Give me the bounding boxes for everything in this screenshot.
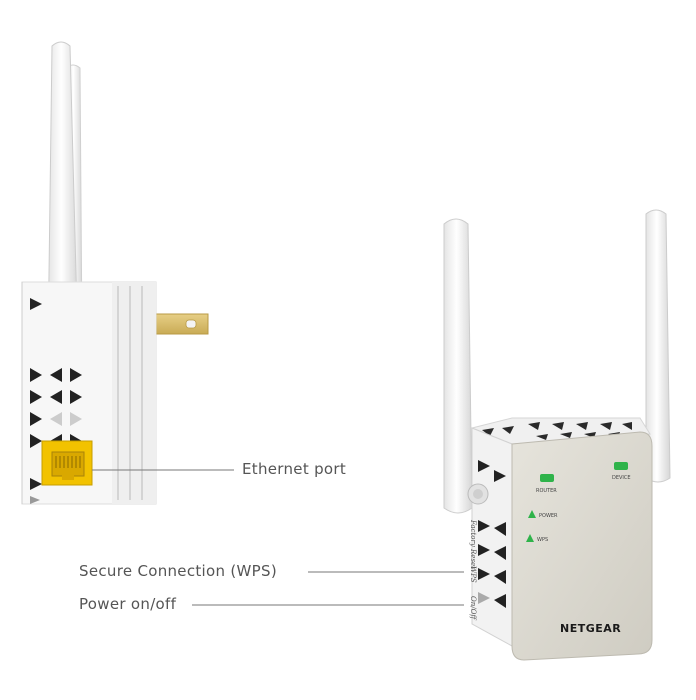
extender-side-view	[21, 41, 209, 505]
led-device-label: DEVICE	[612, 475, 631, 481]
antenna-left	[443, 218, 473, 514]
led-wps-icon	[526, 534, 534, 542]
brand-logo: NETGEAR	[560, 622, 621, 635]
led-router-label: ROUTER	[536, 488, 557, 494]
front-face	[511, 431, 653, 661]
side-text-wps: WPS	[469, 566, 477, 583]
led-router-icon	[540, 474, 554, 482]
wps-label: Secure Connection (WPS)	[79, 562, 277, 580]
led-power-icon	[528, 510, 536, 518]
extender-front-view: Factory Reset WPS On/Off ROUTER DEVICE P…	[443, 209, 671, 661]
ethernet-port-label: Ethernet port	[242, 460, 347, 478]
led-device-icon	[614, 462, 628, 470]
side-text-factory-reset: Factory Reset	[469, 519, 477, 569]
led-power-label: POWER	[539, 513, 558, 519]
led-wps-label: WPS	[537, 537, 548, 543]
power-label: Power on/off	[79, 595, 177, 613]
plug-blade	[151, 313, 209, 335]
ethernet-port	[41, 440, 93, 486]
side-text-on-off: On/Off	[469, 596, 477, 620]
